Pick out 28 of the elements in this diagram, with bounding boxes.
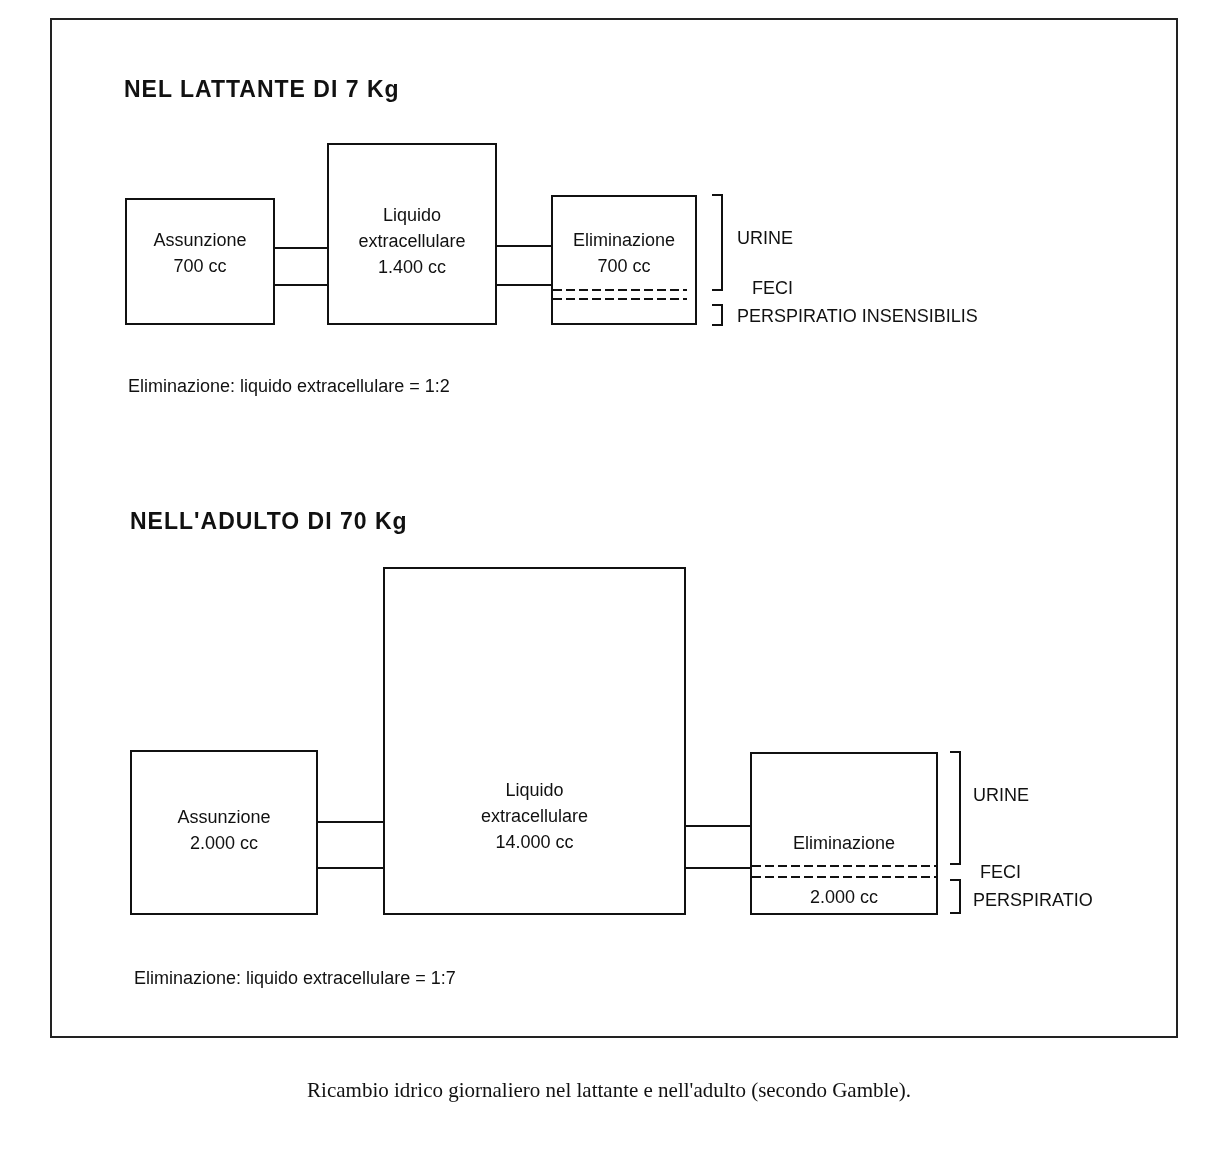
part-label: PERSPIRATIO [973,890,1093,911]
compartment-label: Liquido extracellulare 14.000 cc [479,779,590,854]
compartment-label: Assunzione 2.000 cc [176,806,272,855]
channel [496,245,552,286]
channel [274,247,328,286]
section-heading: NEL LATTANTE DI 7 Kg [124,76,400,103]
part-label: FECI [980,862,1021,883]
channel [685,825,751,869]
part-label: URINE [737,228,793,249]
part-label: PERSPIRATIO INSENSIBILIS [737,306,978,327]
compartment-label: Assunzione 700 cc [152,229,248,278]
compartment-label: Eliminazione 700 cc [571,229,677,278]
compartment-box [327,143,497,325]
compartment-label: Eliminazione [791,832,897,855]
section-heading: NELL'ADULTO DI 70 Kg [130,508,408,535]
compartment-label: Liquido extracellulare 1.400 cc [357,204,467,279]
compartment-label: 2.000 cc [808,886,879,909]
compartment-box [551,195,697,325]
ratio-note: Eliminazione: liquido extracellulare = 1:2 [128,376,450,397]
part-label: FECI [752,278,793,299]
compartment-box [130,750,318,915]
compartment-box [750,752,938,915]
caption: Ricambio idrico giornaliero nel lattante e nell'adulto (secondo Gamble). [306,1078,912,1103]
channel [317,821,384,869]
compartment-box [125,198,275,325]
compartment-box [383,567,686,915]
part-label: URINE [973,785,1029,806]
ratio-note: Eliminazione: liquido extracellulare = 1:7 [134,968,456,989]
